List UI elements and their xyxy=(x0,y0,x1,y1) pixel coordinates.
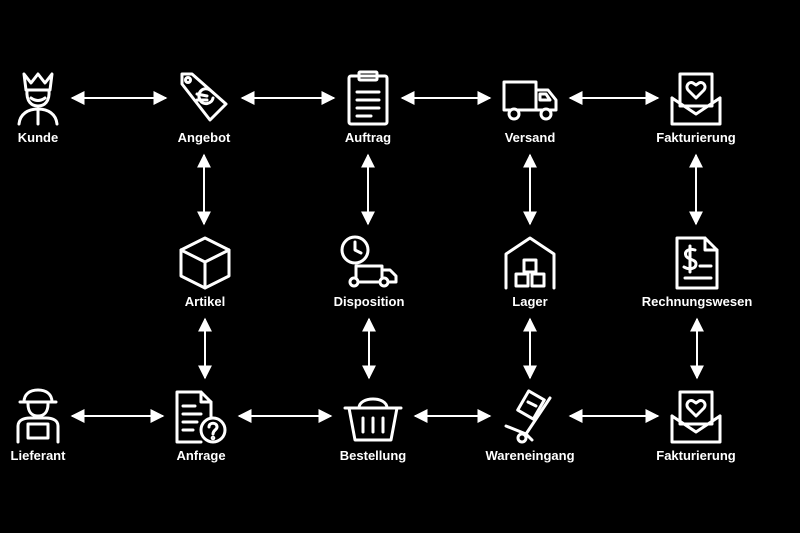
node-label: Auftrag xyxy=(344,130,392,145)
node-wareneingang: Wareneingang xyxy=(465,388,595,463)
worker-icon xyxy=(16,388,60,444)
node-rechnungswesen: Rechnungswesen xyxy=(632,234,762,309)
node-label: Versand xyxy=(504,130,556,145)
node-label: Wareneingang xyxy=(485,448,575,463)
node-disposition: Disposition xyxy=(304,234,434,309)
node-label: Disposition xyxy=(333,294,405,309)
shopping-basket-icon xyxy=(343,397,403,442)
node-label: Fakturierung xyxy=(656,448,736,463)
delivery-truck-icon xyxy=(502,80,558,121)
question-document-icon xyxy=(175,390,227,444)
node-label: Bestellung xyxy=(339,448,407,463)
node-label: Angebot xyxy=(177,130,231,145)
node-label: Kunde xyxy=(17,130,59,145)
node-label: Lager xyxy=(512,294,548,309)
dollar-document-icon xyxy=(675,236,719,290)
node-label: Lieferant xyxy=(10,448,66,463)
heart-envelope-icon xyxy=(670,390,722,444)
node-label: Fakturierung xyxy=(656,130,736,145)
node-lager: Lager xyxy=(465,234,595,309)
clock-truck-icon xyxy=(340,235,398,288)
node-label: Artikel xyxy=(184,294,226,309)
node-fakturierung-1: Fakturierung xyxy=(631,70,761,145)
node-lieferant: Lieferant xyxy=(0,388,103,463)
hand-truck-icon xyxy=(504,389,552,444)
node-label: Rechnungswesen xyxy=(641,294,753,309)
node-versand: Versand xyxy=(465,70,595,145)
king-icon xyxy=(17,72,59,126)
cube-icon xyxy=(179,236,231,290)
node-label: Anfrage xyxy=(176,448,226,463)
node-auftrag: Auftrag xyxy=(303,70,433,145)
node-bestellung: Bestellung xyxy=(308,388,438,463)
node-kunde: Kunde xyxy=(0,70,103,145)
node-artikel: Artikel xyxy=(140,234,270,309)
node-anfrage: Anfrage xyxy=(136,388,266,463)
node-fakturierung-2: Fakturierung xyxy=(631,388,761,463)
euro-price-tag-icon xyxy=(180,72,228,122)
heart-envelope-icon xyxy=(670,72,722,126)
warehouse-icon xyxy=(504,236,556,290)
clipboard-icon xyxy=(347,70,389,126)
node-angebot: Angebot xyxy=(139,70,269,145)
